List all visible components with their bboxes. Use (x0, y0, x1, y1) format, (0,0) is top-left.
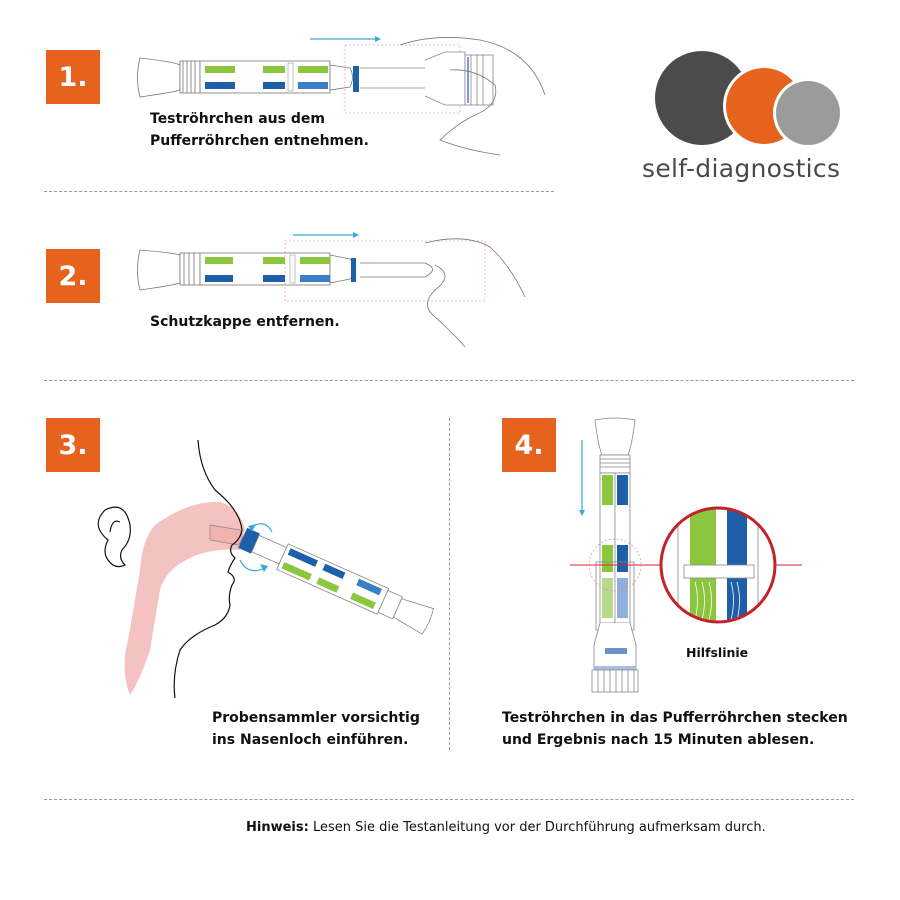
step-1-illustration (137, 36, 546, 156)
test-strips (205, 254, 356, 284)
hand-icon (424, 238, 526, 348)
hint-note: Hinweis: Lesen Sie die Testanleitung vor… (246, 820, 766, 835)
step-1-caption: Teströhrchen aus dem Pufferröhrchen entn… (150, 111, 369, 149)
buffer-tube (591, 561, 639, 693)
buffer-tube (344, 44, 494, 114)
test-strips (205, 62, 328, 92)
divider (44, 799, 854, 800)
hint-label: Hinweis: (246, 820, 309, 835)
direction-arrow-icon (579, 440, 585, 516)
step-4-badge: 4. (502, 418, 556, 472)
step-3-illustration (97, 439, 434, 699)
step-2-caption: Schutzkappe entfernen. (150, 314, 340, 330)
direction-arrow-icon (293, 232, 359, 238)
step-2-illustration (137, 232, 526, 348)
step-4-illustration (570, 417, 802, 693)
divider (44, 380, 854, 381)
magnifier (659, 506, 777, 624)
direction-arrow-icon (310, 36, 381, 42)
test-tube (137, 57, 353, 98)
divider (44, 191, 554, 192)
rotation-arrow-icon (239, 523, 273, 572)
test-tube (238, 527, 434, 635)
ear-icon (97, 506, 131, 568)
step-3-caption: Probensammler vorsichtig ins Nasenloch e… (212, 710, 420, 748)
nasal-cavity (124, 501, 245, 695)
test-tube (594, 417, 636, 624)
test-strips (602, 475, 628, 618)
brand-name: self-diagnostics (642, 154, 841, 183)
brand-logo (655, 51, 843, 148)
step-4-caption: Teströhrchen in das Pufferröhrchen steck… (502, 710, 848, 748)
column-divider (449, 418, 450, 750)
hint-text: Lesen Sie die Testanleitung vor der Durc… (308, 820, 766, 835)
helper-line-label: Hilfslinie (686, 645, 749, 660)
hand-icon (399, 37, 546, 156)
step-1-badge: 1. (46, 50, 100, 104)
step-2-badge: 2. (46, 249, 100, 303)
face-profile (173, 439, 243, 699)
step-3-badge: 3. (46, 418, 100, 472)
